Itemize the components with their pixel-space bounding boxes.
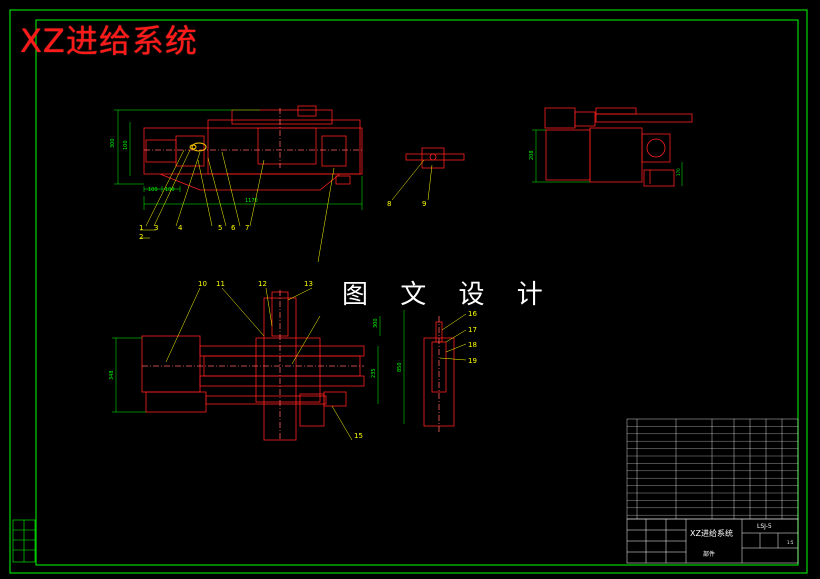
balloon-9: 9 [422,200,426,208]
drawing-title: XZ进给系统 [20,22,198,60]
balloon-18: 18 [468,341,477,349]
outer-frame [9,9,808,574]
front-view [143,105,363,191]
title-block-scale: 1:5 [787,540,794,545]
title-block-code: LSJ-5 [757,523,772,530]
parts-list [626,418,799,520]
inner-frame [35,19,799,566]
balloon-3: 3 [154,224,158,232]
balloon-5: 5 [218,224,222,232]
title-block-name: XZ进给系统 [690,528,733,538]
balloon-2: 2 [139,233,143,241]
balloons: 1 2 3 4 5 6 7 8 9 10 11 12 13 15 16 17 1… [139,200,477,440]
section-view [423,316,455,432]
balloon-1: 1 [139,224,143,232]
balloon-17: 17 [468,326,477,334]
title-block [626,518,799,564]
balloon-8: 8 [387,200,391,208]
title-block-label: 部件 [703,550,715,558]
side-view-dimensions [532,129,683,186]
front-view-leaders [140,149,335,263]
dim-front-height-a: 300 [110,138,116,148]
balloon-6: 6 [231,224,236,232]
detail-view [405,147,465,169]
dim-plan-tall: 850 [397,362,403,372]
detail-view-leaders [391,159,433,201]
dim-front-length: 1170 [245,198,258,204]
front-view-dimensions [114,109,363,210]
balloon-10: 10 [198,280,207,288]
dim-front-gap-b: 100 [165,187,175,193]
parts-list-rows [627,426,798,516]
binding-strip [12,519,36,563]
balloon-16: 16 [468,310,477,318]
balloon-11: 11 [216,280,225,288]
dim-plan-height: 348 [109,370,115,380]
balloon-19: 19 [468,357,477,365]
plan-view-leaders [165,287,353,441]
dim-plan-top: 300 [373,318,379,328]
section-view-leaders [439,313,467,361]
dim-front-gap-a: 100 [148,187,158,193]
balloon-7: 7 [245,224,249,232]
plan-view-dimensions [112,310,405,424]
dim-front-height-b: 100 [123,140,129,150]
balloon-15: 15 [354,432,363,440]
balloon-4: 4 [178,224,183,232]
balloon-12: 12 [258,280,267,288]
watermark-text: 图 文 设 计 [342,280,555,310]
dim-side-small: 170 [676,168,681,176]
front-view-highlight [189,142,207,152]
dim-plan-width: 235 [371,368,377,378]
plan-view [141,290,365,441]
balloon-13: 13 [304,280,313,288]
side-view [544,107,693,187]
dim-side-height: 208 [529,150,535,160]
